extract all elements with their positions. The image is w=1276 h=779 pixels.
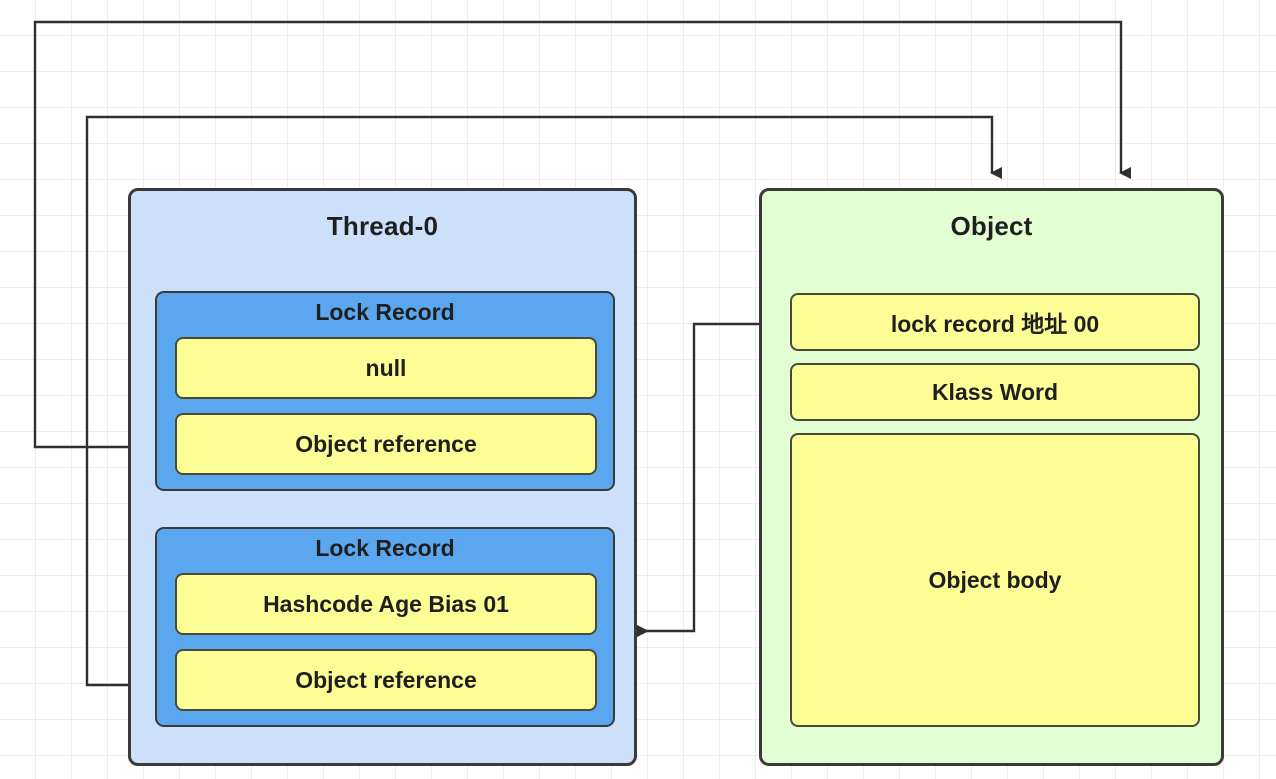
object-panel-title: Object [950, 211, 1033, 241]
thread-panel: Thread-0 Lock Record null Object referen… [128, 188, 637, 766]
object-panel: Object lock record 地址 00 Klass Word Obje… [759, 188, 1224, 766]
lock-record-markword-slot-1: Hashcode Age Bias 01 [175, 573, 597, 635]
lock-record-objectref-slot-0: Object reference [175, 413, 597, 475]
thread-panel-title: Thread-0 [326, 211, 439, 241]
lock-record-markword-slot-0: null [175, 337, 597, 399]
lock-record-title-0: Lock Record [315, 299, 455, 325]
object-klassword-slot: Klass Word [790, 363, 1200, 421]
object-markword-slot: lock record 地址 00 [790, 293, 1200, 351]
lock-record-group-1: Lock Record Hashcode Age Bias 01 Object … [155, 527, 615, 727]
object-body-slot: Object body [790, 433, 1200, 727]
lock-record-group-0: Lock Record null Object reference [155, 291, 615, 491]
lock-record-objectref-slot-1: Object reference [175, 649, 597, 711]
lock-record-title-1: Lock Record [315, 535, 455, 561]
